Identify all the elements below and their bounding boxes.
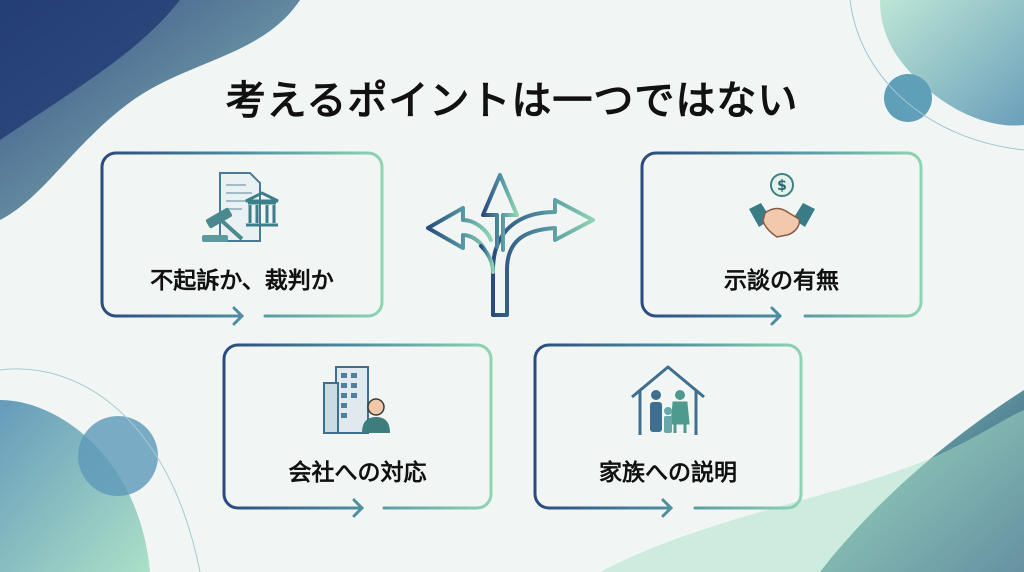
card-label: 会社への対応 [288,460,427,486]
family-house-icon [631,365,705,435]
card-company-response: 会社への対応 [222,343,493,518]
card-frame [533,343,803,518]
card-label: 示談の有無 [724,268,839,294]
page-title: 考えるポイントは一つではない [225,78,799,124]
card-non-prosecution-or-trial: 不起訴か、裁判か [100,151,384,326]
card-settlement: $ 示談の有無 [640,151,923,326]
card-family-explanation: 家族への説明 [533,343,803,518]
card-frame [640,151,923,326]
branching-arrows-icon [426,173,595,317]
handshake-icon: $ [748,173,815,238]
office-worker-icon [322,366,390,434]
card-label: 家族への説明 [599,460,737,486]
gavel-courthouse-icon [202,172,279,242]
svg-text:$: $ [777,178,787,194]
card-frame [100,151,384,326]
card-frame [222,343,493,518]
card-label: 不起訴か、裁判か [150,268,334,294]
